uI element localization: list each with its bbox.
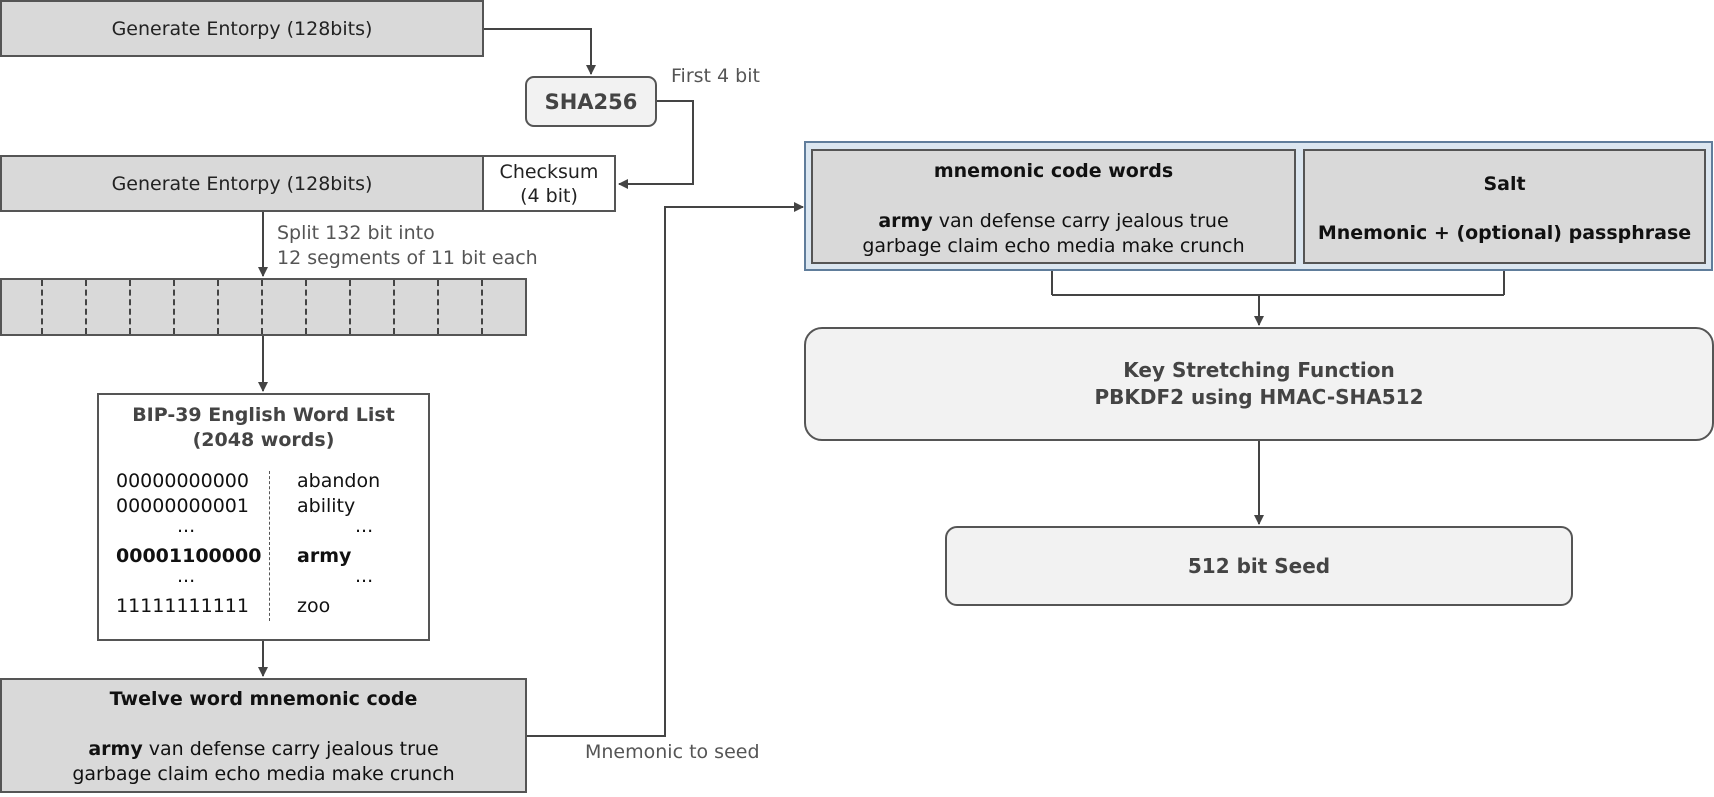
sha256-box: SHA256	[525, 76, 657, 127]
arrow-entropy-to-sha	[484, 28, 596, 75]
list-item-word: ability	[297, 495, 356, 517]
split-label: Split 132 bit into 12 segments of 11 bit…	[277, 221, 538, 271]
word-list-divider	[269, 471, 270, 621]
first-bits-label: First 4 bit	[671, 65, 760, 87]
mnemonic-code-title: Twelve word mnemonic code	[109, 688, 418, 710]
list-item-word: army	[297, 545, 352, 567]
word-list-box: BIP-39 English Word List (2048 words) 00…	[97, 393, 430, 641]
code-words-first-word: army	[878, 210, 933, 232]
list-item-word: abandon	[297, 470, 381, 492]
key-stretching-box: Key Stretching Function PBKDF2 using HMA…	[804, 327, 1714, 441]
entropy-with-checksum-label: Generate Entorpy (128bits)	[111, 172, 373, 195]
list-item-bits: ...	[177, 565, 196, 587]
segment-divider	[85, 280, 87, 334]
segment-divider	[217, 280, 219, 334]
split-label-line1: Split 132 bit into	[277, 222, 435, 244]
list-item-bits: ...	[177, 515, 196, 537]
entropy-with-checksum-box: Generate Entorpy (128bits)	[0, 155, 484, 212]
salt-title: Salt	[1483, 173, 1526, 195]
word-list-title-line1: BIP-39 English Word List	[132, 404, 395, 426]
mnemonic-line2: garbage claim echo media make crunch	[72, 763, 455, 785]
salt-body: Mnemonic + (optional) passphrase	[1317, 222, 1692, 244]
segment-divider	[261, 280, 263, 334]
checksum-label-line1: Checksum	[499, 160, 599, 183]
list-item-bits: 00001100000	[116, 545, 262, 567]
mnemonic-first-word: army	[88, 738, 143, 760]
segment-divider	[393, 280, 395, 334]
mnemonic-code-box: Twelve word mnemonic code army van defen…	[0, 678, 527, 793]
list-item-bits: 00000000000	[116, 470, 249, 492]
word-list-title: BIP-39 English Word List (2048 words)	[99, 403, 428, 453]
word-list-title-line2: (2048 words)	[192, 429, 335, 451]
segment-divider	[305, 280, 307, 334]
list-item-word: zoo	[297, 595, 331, 617]
checksum-box: Checksum (4 bit)	[482, 155, 616, 212]
code-words-line1: van defense carry jealous true	[932, 210, 1229, 232]
mnemonic-code-words-box: mnemonic code words army van defense car…	[811, 149, 1296, 264]
segments-bar	[0, 278, 527, 336]
list-item-word: ...	[355, 565, 374, 587]
segment-divider	[173, 280, 175, 334]
segment-divider	[437, 280, 439, 334]
segment-divider	[349, 280, 351, 334]
sha256-label: SHA256	[544, 89, 638, 114]
salt-box: Salt Mnemonic + (optional) passphrase	[1303, 149, 1706, 264]
generate-entropy-box: Generate Entorpy (128bits)	[0, 0, 484, 57]
list-item-bits: 11111111111	[116, 595, 249, 617]
segment-divider	[481, 280, 483, 334]
split-label-line2: 12 segments of 11 bit each	[277, 247, 538, 269]
kdf-line1: Key Stretching Function	[1123, 358, 1395, 382]
seed-label: 512 bit Seed	[1187, 554, 1331, 578]
mnemonic-to-seed-label: Mnemonic to seed	[585, 741, 760, 763]
list-item-bits: 00000000001	[116, 495, 249, 517]
code-words-line2: garbage claim echo media make crunch	[862, 235, 1245, 257]
list-item-word: ...	[355, 515, 374, 537]
arrow-mnemonic-to-seedinput	[527, 202, 804, 737]
mnemonic-line1: van defense carry jealous true	[142, 738, 439, 760]
generate-entropy-label: Generate Entorpy (128bits)	[111, 17, 373, 40]
code-words-title: mnemonic code words	[933, 160, 1174, 182]
arrow-sha-to-checksum	[618, 100, 694, 189]
checksum-label-line2: (4 bit)	[520, 184, 578, 207]
seed-box: 512 bit Seed	[945, 526, 1573, 606]
segment-divider	[129, 280, 131, 334]
segment-divider	[41, 280, 43, 334]
kdf-line2: PBKDF2 using HMAC-SHA512	[1094, 385, 1424, 409]
